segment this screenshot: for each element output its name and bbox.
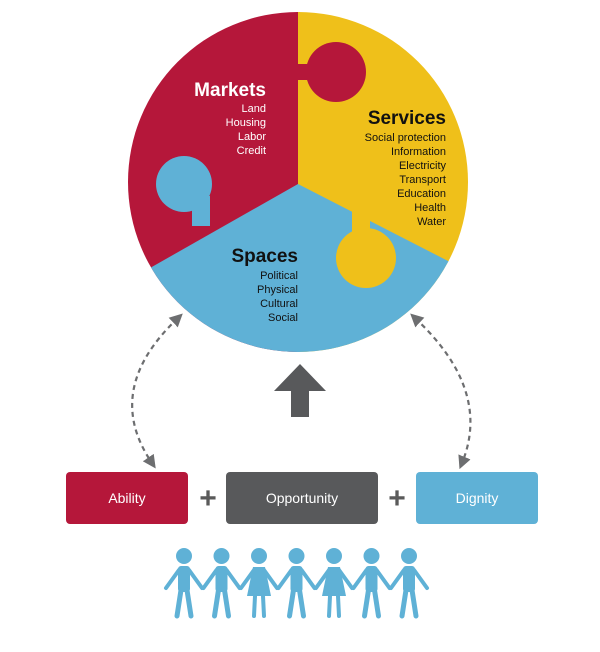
services-item: Health [414,202,446,214]
person-icon [201,548,242,619]
puzzle-knob-services-neck [352,210,370,244]
services-item: Information [391,146,446,158]
person-icon [351,548,392,619]
ability-box: Ability [66,472,188,524]
spaces-item: Physical [257,284,298,296]
puzzle-knob-markets [306,42,366,102]
dashed-arrow-right [410,313,472,470]
plus-sign-1: + [199,482,217,515]
person-icon [314,548,354,618]
markets-title: Markets [194,80,266,101]
dignity-label: Dignity [455,490,499,506]
person-icon [239,548,279,618]
ability-label: Ability [108,490,146,506]
services-items: Social protectionInformationElectricityT… [365,132,447,228]
markets-item: Labor [238,131,266,143]
spaces-item: Political [260,270,298,282]
markets-item: Credit [237,145,266,157]
services-item: Transport [399,174,446,186]
services-item: Water [417,216,446,228]
opportunity-label: Opportunity [265,490,339,506]
opportunity-box: Opportunity [226,472,378,524]
services-item: Education [397,188,446,200]
services-item: Electricity [399,160,447,172]
puzzle-piece-spaces [128,184,468,352]
spaces-item: Social [268,312,298,324]
plus-sign-2: + [388,482,406,515]
puzzle-knob-markets-neck [296,64,314,80]
puzzle-knob-services [336,228,396,288]
person-icon [389,548,429,619]
puzzle-circle [128,12,468,352]
person-icon [276,548,317,619]
dashed-arrow-left [131,313,183,469]
puzzle-knob-spaces-neck [192,196,210,226]
up-arrow [274,364,326,417]
dignity-box: Dignity [416,472,538,524]
services-item: Social protection [365,132,446,144]
spaces-item: Cultural [260,298,298,310]
people-row [164,548,429,619]
markets-item: Land [242,103,266,115]
person-icon [164,548,204,619]
services-title: Services [368,108,446,129]
markets-item: Housing [226,117,266,129]
spaces-title: Spaces [231,246,298,267]
